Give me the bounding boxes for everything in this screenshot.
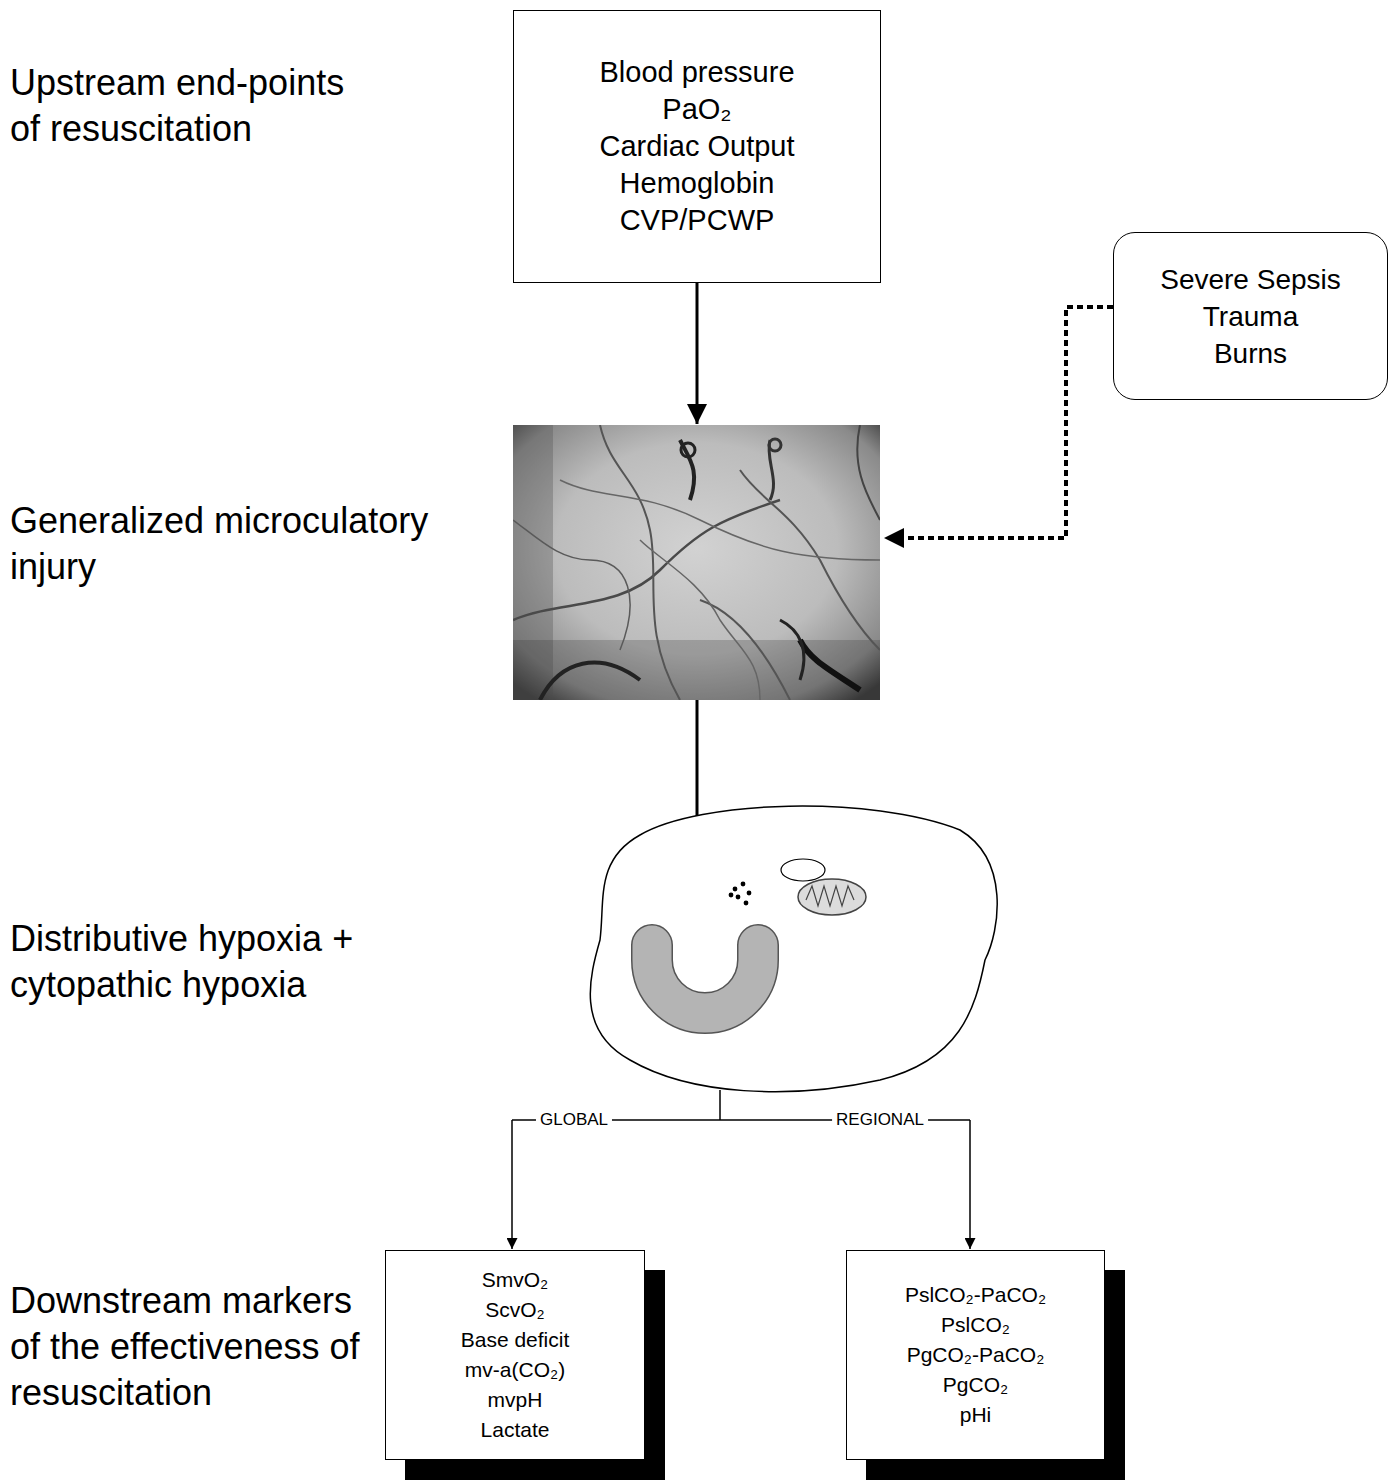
stage-label: Upstream end-points of resuscitation	[10, 60, 360, 152]
node-text: Blood pressure	[599, 54, 794, 91]
stage-label: Generalized microculatory injury	[10, 498, 480, 590]
node-text: pHi	[960, 1400, 992, 1430]
node-text: PgCO₂-PaCO₂	[907, 1340, 1045, 1370]
node-text: Base deficit	[461, 1325, 570, 1355]
node-text: ScvO₂	[485, 1295, 545, 1325]
node-text: PgCO₂	[943, 1370, 1008, 1400]
node-text: CVP/PCWP	[620, 202, 775, 239]
microcirculation-image	[513, 425, 880, 700]
node-text: PaO₂	[662, 91, 731, 128]
node-text: Severe Sepsis	[1160, 261, 1341, 298]
node-text: Trauma	[1203, 298, 1298, 335]
regional-marker-box: PslCO₂-PaCO₂PslCO₂PgCO₂-PaCO₂PgCO₂pHi	[846, 1250, 1105, 1460]
node-text: PslCO₂-PaCO₂	[905, 1280, 1046, 1310]
node-text: PslCO₂	[941, 1310, 1010, 1340]
cause-box: Severe SepsisTraumaBurns	[1113, 232, 1388, 400]
node-text: Cardiac Output	[599, 128, 794, 165]
branch-label: REGIONAL	[832, 1110, 928, 1130]
branch-label: GLOBAL	[536, 1110, 612, 1130]
endpoint-box: Blood pressurePaO₂Cardiac OutputHemoglob…	[513, 10, 881, 283]
node-text: mv-a(CO₂)	[465, 1355, 565, 1385]
node-text: mvpH	[488, 1385, 543, 1415]
node-text: Hemoglobin	[620, 165, 775, 202]
branch-lines	[512, 1090, 970, 1249]
stage-label: Distributive hypoxia + cytopathic hypoxi…	[10, 916, 410, 1008]
node-text: SmvO₂	[482, 1265, 549, 1295]
node-text: Lactate	[481, 1415, 550, 1445]
stage-label: Downstream markers of the effectiveness …	[10, 1278, 380, 1416]
cell-illustration	[590, 806, 997, 1092]
node-text: Burns	[1214, 335, 1287, 372]
flow-arrow	[696, 283, 699, 424]
global-marker-box: SmvO₂ScvO₂Base deficitmv-a(CO₂)mvpHLacta…	[385, 1250, 645, 1460]
dashed-arrow	[884, 307, 1113, 538]
